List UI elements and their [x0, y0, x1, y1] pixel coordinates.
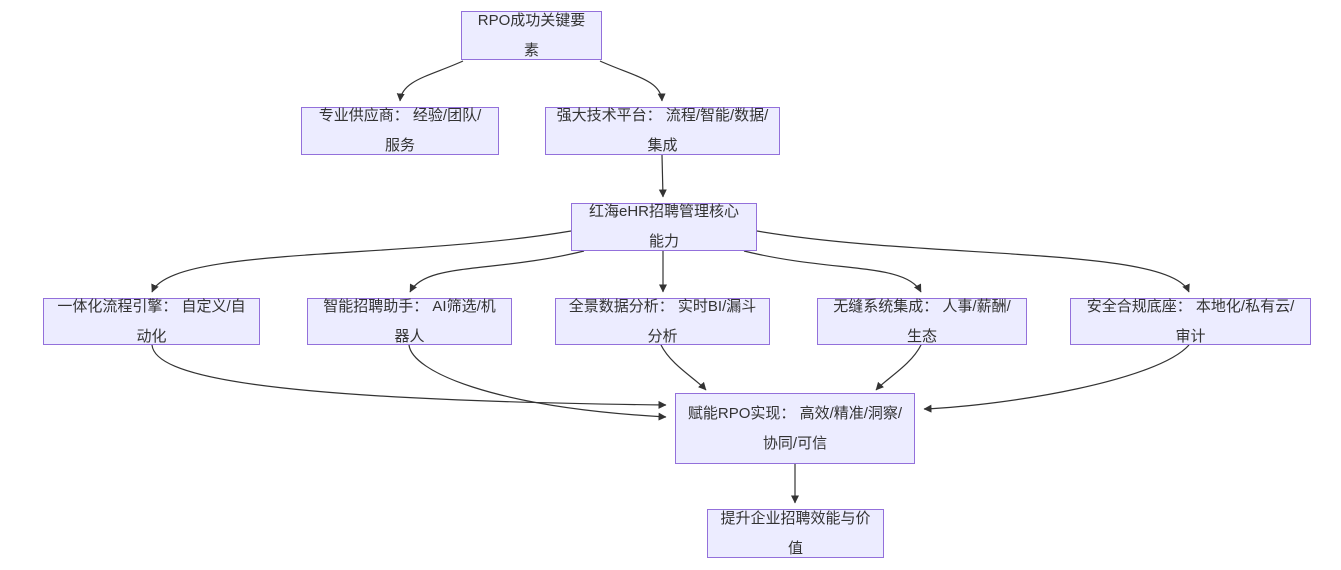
edge-core-security — [756, 230, 1190, 293]
edge-integration-rpo — [875, 344, 922, 391]
edge-security-rpo — [923, 344, 1190, 413]
node-rpo-key-factors: RPO成功关键要素 — [461, 11, 602, 60]
node-ehr-core-capability: 红海eHR招聘管理核心能力 — [571, 203, 757, 251]
edge-root-vendor — [396, 60, 464, 102]
node-security-compliance: 安全合规底座： 本地化/私有云/审计 — [1070, 298, 1311, 345]
edge-root-platform — [599, 60, 666, 102]
edge-platform-core — [658, 154, 667, 198]
edge-assistant-rpo — [408, 344, 667, 421]
node-system-integration: 无缝系统集成： 人事/薪酬/生态 — [817, 298, 1027, 345]
node-tech-platform: 强大技术平台： 流程/智能/数据/集成 — [545, 107, 780, 155]
node-recruiting-value: 提升企业招聘效能与价值 — [707, 509, 884, 558]
edge-core-engine — [151, 230, 572, 293]
edge-engine-rpo — [151, 344, 667, 409]
node-ai-recruiting-assistant: 智能招聘助手： AI筛选/机器人 — [307, 298, 512, 345]
node-data-analytics: 全景数据分析： 实时BI/漏斗分析 — [555, 298, 770, 345]
edge-core-integration — [743, 250, 922, 293]
node-rpo-enablement: 赋能RPO实现： 高效/精准/洞察/协同/可信 — [675, 393, 915, 464]
node-process-engine: 一体化流程引擎： 自定义/自动化 — [43, 298, 260, 345]
node-professional-vendor: 专业供应商： 经验/团队/服务 — [301, 107, 499, 155]
edge-core-assistant — [409, 250, 585, 293]
edge-analytics-rpo — [660, 344, 707, 391]
